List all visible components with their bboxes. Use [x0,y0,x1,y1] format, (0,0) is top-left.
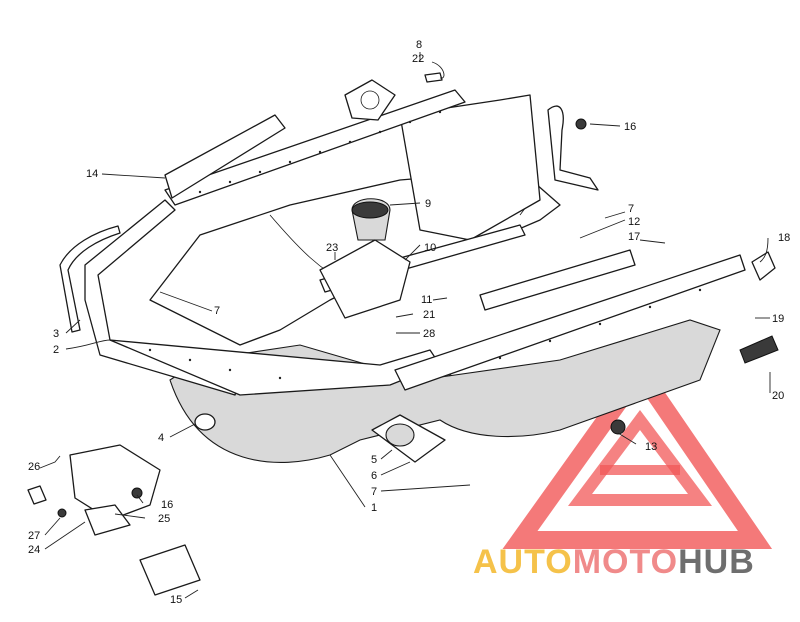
callout-5: 5 [371,454,377,466]
callout-19: 19 [772,313,784,325]
grommet-13 [610,419,626,435]
callout-16-bottom: 16 [161,499,173,511]
nut-16 [575,118,587,130]
watermark-outer-triangle [502,356,773,549]
callout-4: 4 [158,432,164,444]
callout-10: 10 [424,242,436,254]
reflector-19 [739,335,779,364]
trim-3 [59,225,121,333]
callout-8: 8 [416,39,422,51]
callout-21: 21 [423,309,435,321]
callout-20: 20 [772,390,784,402]
callout-1: 1 [371,502,377,514]
callout-22: 22 [412,53,424,65]
bolt-26 [27,485,47,505]
bracket-16 [547,105,599,191]
callout-7-left: 7 [214,305,220,317]
nut-27 [57,508,67,518]
bracket-24 [84,504,131,536]
light-18 [751,251,776,281]
watermark-word-hub: HUB [678,543,755,581]
leader-lines [39,52,771,599]
callout-14: 14 [86,168,98,180]
callout-6: 6 [371,470,377,482]
right-side-rail [394,254,746,391]
callout-labels: 8 22 16 14 9 7 12 17 18 23 10 11 21 28 3… [28,39,790,606]
belly-pan-underside [169,319,721,463]
callout-26: 26 [28,461,40,473]
plate-23 [319,239,411,319]
rear-top-rail [164,89,466,206]
bolt-22 [424,72,443,83]
upper-frame-rails [84,89,746,396]
callout-17: 17 [628,231,640,243]
callout-12: 12 [628,216,640,228]
callout-15: 15 [170,594,182,606]
brace-14 [164,114,286,199]
watermark-inner-triangle [568,410,712,506]
callout-7-right: 7 [628,203,634,215]
nut-16-lower [131,487,143,499]
rail-rivet-holes [148,110,702,380]
callout-16-top: 16 [624,121,636,133]
callout-23: 23 [326,242,338,254]
callout-24: 24 [28,544,40,556]
watermark-word-auto: AUTO [473,543,573,581]
callout-7-bottom: 7 [371,486,377,498]
right-inner-strip [479,249,636,311]
callout-9: 9 [425,198,431,210]
watermark-logo [502,356,773,549]
bracket-15 [139,544,201,596]
callout-25: 25 [158,513,170,525]
watermark-word-moto: MOTO [573,543,678,581]
callout-13: 13 [645,441,657,453]
belly-pan-rear-wall [399,94,541,241]
plate-8 [344,79,396,121]
bracket-group-lower [69,444,161,521]
callout-2: 2 [53,344,59,356]
callout-18: 18 [778,232,790,244]
grommet-4 [194,413,216,431]
callout-3: 3 [53,328,59,340]
callout-11: 11 [421,294,432,306]
watermark-text: AUTOMOTOHUB [473,543,755,581]
callout-27: 27 [28,530,40,542]
boot-5 [385,423,415,447]
callout-28: 28 [423,328,435,340]
